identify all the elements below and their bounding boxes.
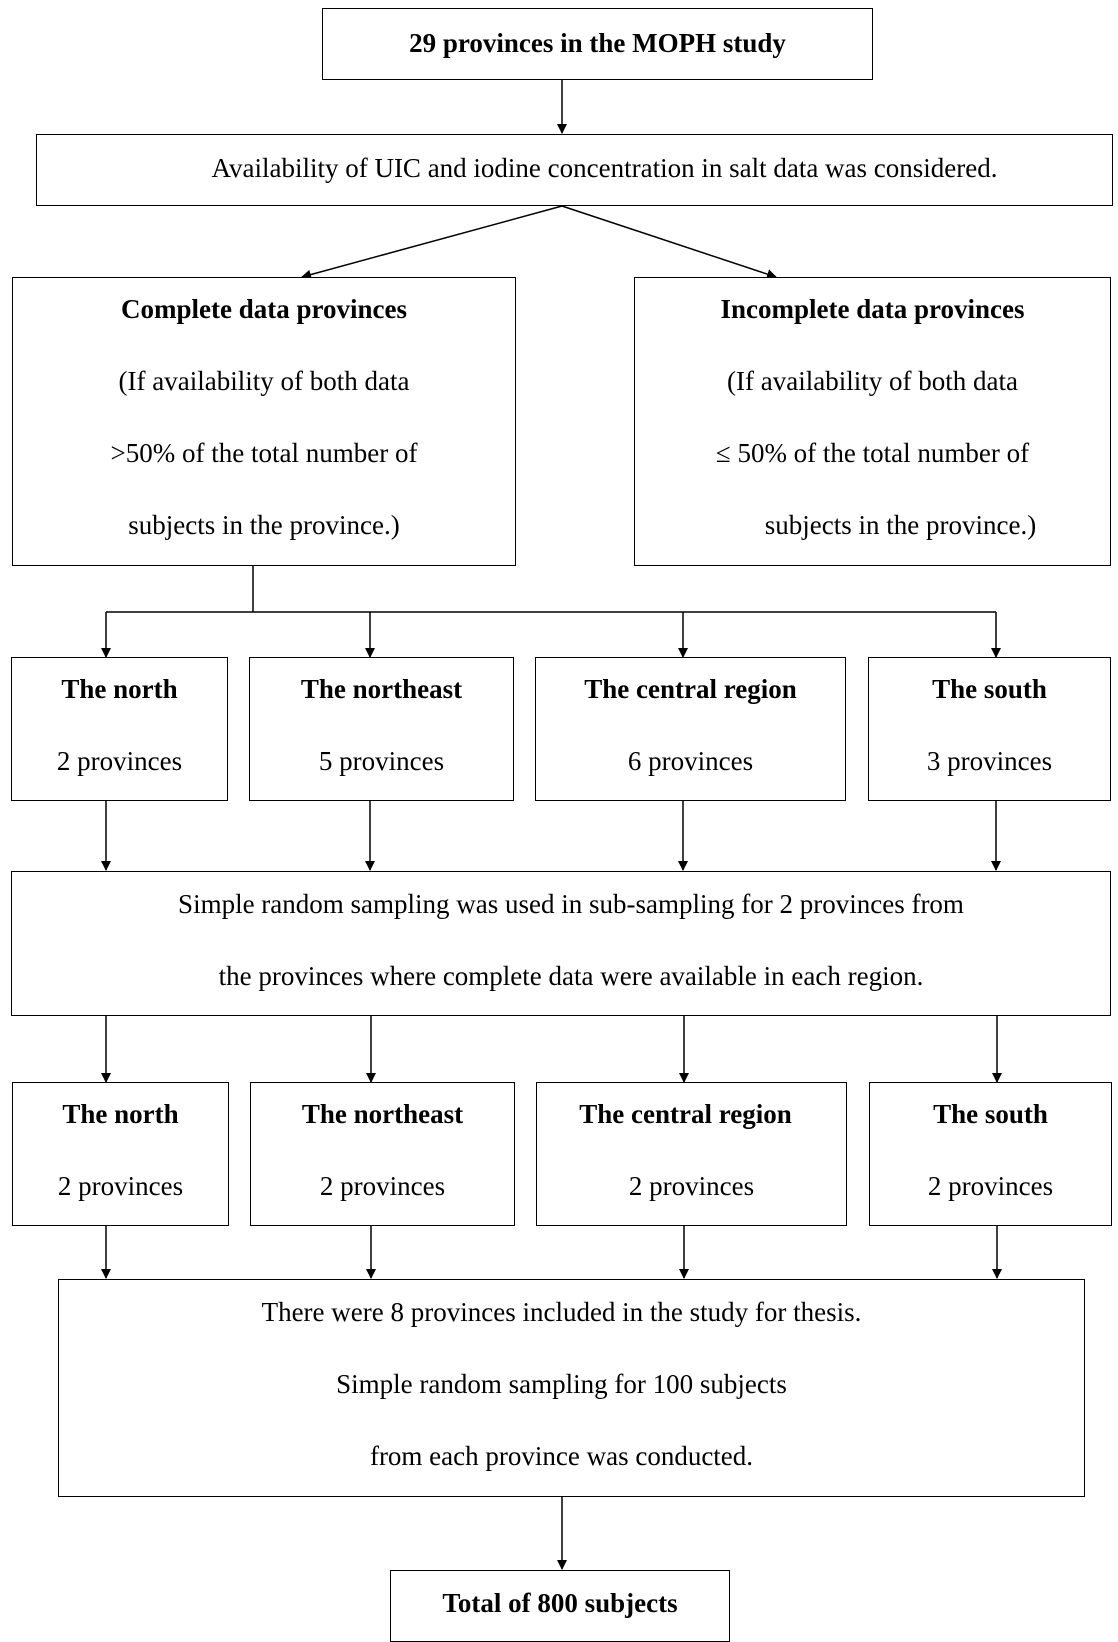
incomplete-line-3: subjects in the province.) — [764, 510, 1037, 540]
region-count: 5 provinces — [318, 746, 445, 776]
region-count: 2 provinces — [57, 1171, 184, 1201]
sampling-box: Simple random sampling was used in sub-s… — [11, 871, 1111, 1016]
incomplete-title: Incomplete data provinces — [720, 294, 1025, 324]
included-line-1: There were 8 provinces included in the s… — [261, 1297, 862, 1327]
region-name: The north — [61, 674, 178, 704]
availability-box: Availability of UIC and iodine concentra… — [36, 134, 1113, 206]
arrow-to-incomplete — [561, 205, 777, 279]
region-name: The south — [932, 674, 1047, 704]
complete-line-2: >50% of the total number of — [110, 438, 418, 468]
region-name: The central region — [584, 674, 797, 704]
included-box: There were 8 provinces included in the s… — [58, 1279, 1085, 1497]
complete-line-3: subjects in the province.) — [128, 510, 400, 540]
region-count: 3 provinces — [926, 746, 1053, 776]
sampling-line-2: the provinces where complete data were a… — [218, 961, 924, 991]
region-south-all: The south 3 provinces — [868, 657, 1111, 801]
included-line-3: from each province was conducted. — [369, 1441, 754, 1471]
region-south-selected: The south 2 provinces — [869, 1082, 1112, 1226]
region-name: The central region — [579, 1099, 792, 1129]
region-count: 2 provinces — [319, 1171, 446, 1201]
region-northeast-all: The northeast 5 provinces — [249, 657, 514, 801]
complete-title: Complete data provinces — [121, 294, 407, 324]
incomplete-line-2: ≤ 50% of the total number of — [715, 438, 1030, 468]
region-central-selected: The central region 2 provinces — [536, 1082, 847, 1226]
total-title: Total of 800 subjects — [442, 1588, 678, 1618]
included-line-2: Simple random sampling for 100 subjects — [336, 1369, 787, 1399]
region-north-selected: The north 2 provinces — [12, 1082, 229, 1226]
complete-data-box: Complete data provinces (If availability… — [12, 277, 516, 566]
complete-line-1: (If availability of both data — [118, 366, 410, 396]
total-box: Total of 800 subjects — [390, 1570, 730, 1642]
arrow-to-complete — [301, 205, 563, 280]
region-count: 2 provinces — [56, 746, 183, 776]
region-north-all: The north 2 provinces — [11, 657, 228, 801]
start-box: 29 provinces in the MOPH study — [322, 8, 873, 80]
region-count: 2 provinces — [628, 1171, 755, 1201]
region-name: The northeast — [300, 674, 463, 704]
sampling-line-1: Simple random sampling was used in sub-s… — [178, 889, 964, 919]
region-northeast-selected: The northeast 2 provinces — [250, 1082, 515, 1226]
incomplete-data-box: Incomplete data provinces (If availabili… — [634, 277, 1111, 566]
region-central-all: The central region 6 provinces — [535, 657, 846, 801]
region-count: 6 provinces — [627, 746, 754, 776]
start-title: 29 provinces in the MOPH study — [409, 28, 786, 58]
region-name: The north — [62, 1099, 179, 1129]
region-count: 2 provinces — [927, 1171, 1054, 1201]
region-name: The northeast — [301, 1099, 464, 1129]
region-name: The south — [933, 1099, 1048, 1129]
incomplete-line-1: (If availability of both data — [727, 366, 1018, 396]
availability-text: Availability of UIC and iodine concentra… — [211, 153, 998, 183]
